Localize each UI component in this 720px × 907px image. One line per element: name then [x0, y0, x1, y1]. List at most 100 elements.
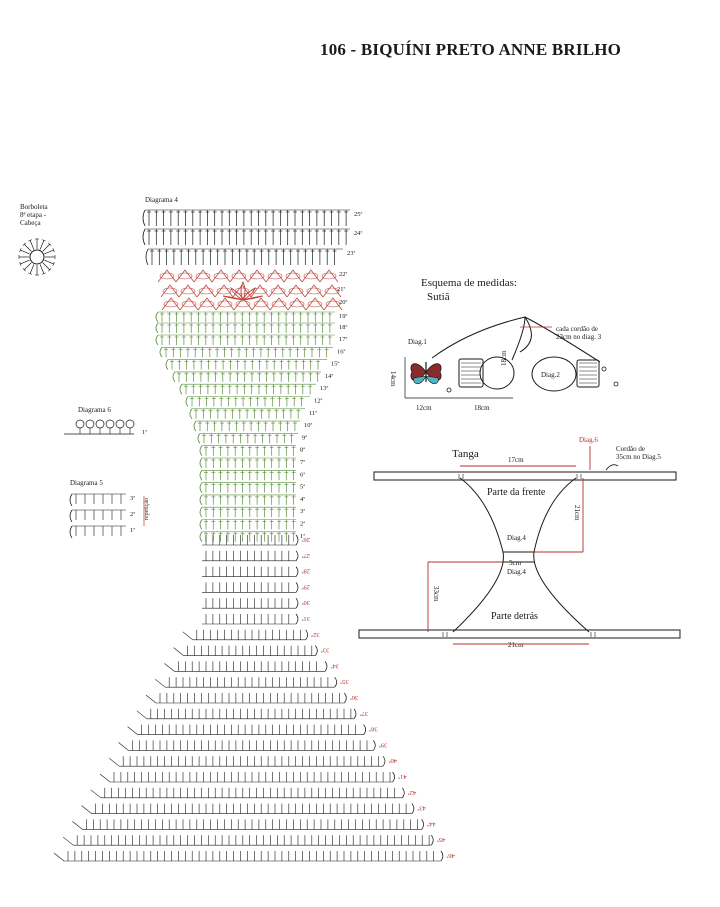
- diagram4-row: [199, 482, 296, 493]
- row-number-label: 42ª: [408, 789, 417, 796]
- lower-row: [202, 613, 299, 625]
- row-number-label: 12ª: [314, 398, 323, 405]
- row-number-label: 2ª: [130, 511, 135, 518]
- row-number-label: 44ª: [427, 820, 436, 827]
- row-number-label: 25ª: [354, 211, 363, 218]
- diagram4-row: [199, 445, 296, 456]
- row-number-label: 35ª: [340, 678, 349, 685]
- diagram4-row: [165, 359, 327, 370]
- row-number-label: 11ª: [309, 410, 317, 417]
- row-labels: 25ª24ª23ª22ª21ª20ª19ª18ª17ª16ª15ª14ª13ª1…: [300, 211, 455, 859]
- row-number-label: 9ª: [302, 434, 307, 441]
- lower-row: [202, 566, 299, 577]
- tanga-front-label: Parte da frente: [487, 487, 546, 498]
- sutia-heading: Esquema de medidas:: [421, 277, 517, 289]
- row-number-label: 15ª: [331, 361, 340, 368]
- tanga-cord-note-2: 35cm no Diag.5: [616, 453, 661, 461]
- diagram4-row: [193, 420, 300, 432]
- diagram4-row: [199, 469, 296, 481]
- row-number-label: 45ª: [437, 836, 446, 843]
- lower-row: [118, 740, 376, 751]
- row-number-label: 30ª: [302, 599, 311, 606]
- page-title: 106 - BIQUÍNI PRETO ANNE BRILHO: [320, 40, 622, 59]
- diagram4-row: [145, 248, 343, 266]
- lower-row: [90, 787, 405, 799]
- lower-row: [127, 724, 366, 735]
- lower-row: [202, 582, 299, 593]
- tanga-diag6-label: Diag.6: [579, 436, 598, 444]
- tanga-cord-note-1: Cordão de: [616, 445, 645, 453]
- butterfly-head-motif: [18, 238, 56, 276]
- lower-row: [81, 803, 415, 814]
- tanga-diag4-top: Diag.4: [507, 534, 526, 542]
- diagram4-row: [189, 408, 305, 420]
- lower-chart: [53, 534, 444, 862]
- row-number-label: 27ª: [302, 552, 311, 559]
- diagram4-row: [199, 457, 296, 469]
- diagram4-row: [157, 269, 339, 283]
- borboleta-label-2: 8ª etapa -: [20, 211, 47, 219]
- row-number-label: 33ª: [321, 647, 330, 654]
- lower-row: [99, 771, 395, 783]
- row-number-label: 10ª: [304, 422, 313, 429]
- lower-row: [145, 692, 347, 704]
- borboleta-label-1: Borboleta: [20, 203, 48, 211]
- row-number-label: 20ª: [339, 299, 348, 306]
- row-number-label: 43ª: [417, 805, 426, 812]
- diagram6-label: Diagrama 6: [78, 406, 111, 414]
- diagram4-row: [155, 311, 335, 323]
- lower-row: [72, 819, 424, 830]
- diagram4-row: [199, 494, 296, 506]
- diagram4-row: [172, 371, 321, 383]
- row-number-label: 31ª: [302, 615, 311, 622]
- row-number-label: 7ª: [300, 459, 305, 466]
- row-number-label: 39ª: [379, 741, 388, 748]
- row-number-label: 3ª: [300, 508, 305, 515]
- row-number-label: 1ª: [130, 527, 135, 534]
- row-number-label: 14ª: [325, 373, 334, 380]
- diagram4-row: [179, 383, 316, 395]
- tanga-title: Tanga: [452, 448, 479, 460]
- row-number-label: 32ª: [311, 631, 320, 638]
- lower-row: [202, 550, 299, 562]
- diagram4-label: Diagrama 4: [145, 196, 178, 204]
- diagram6-chart: 1ª: [64, 419, 147, 436]
- row-number-label: 22ª: [339, 271, 348, 278]
- lower-row: [63, 834, 434, 846]
- sutia-diag2-label: Diag.2: [541, 371, 560, 379]
- row-number-label: 23ª: [347, 250, 356, 257]
- row-number-label: 19ª: [339, 313, 348, 320]
- diagram4-row: [185, 396, 310, 407]
- row-number-label: 38ª: [369, 726, 378, 733]
- diagram4-row: [142, 209, 350, 227]
- lower-row: [164, 661, 328, 672]
- row-number-label: 36ª: [350, 694, 359, 701]
- lower-row: [202, 534, 299, 546]
- row-number-label: 46ª: [446, 852, 455, 859]
- sutia-cord-note-2: 23cm no diag. 3: [556, 333, 602, 341]
- row-number-label: 37ª: [359, 710, 368, 717]
- row-number-label: 1ª: [142, 429, 147, 436]
- tanga-diag4-bottom: Diag.4: [507, 568, 526, 576]
- row-number-label: 8ª: [300, 447, 305, 454]
- diagram4-row: [199, 519, 296, 530]
- lotus-motif: [222, 280, 264, 301]
- row-number-label: 6ª: [300, 471, 305, 478]
- diagram4-row: [159, 346, 333, 358]
- row-number-label: 40ª: [388, 757, 397, 764]
- lower-row: [109, 755, 386, 767]
- row-number-label: 5ª: [300, 484, 305, 491]
- diagram4-row: [161, 297, 343, 311]
- diagram5-label: Diagrama 5: [70, 479, 103, 487]
- diagram4-chart: [142, 209, 350, 543]
- row-number-label: 16ª: [337, 348, 346, 355]
- sutia-dim-bottom-right: 18cm: [474, 404, 490, 412]
- lower-row: [136, 708, 357, 720]
- butterfly-icon: [410, 362, 442, 385]
- row-number-label: 1ª: [300, 533, 305, 540]
- sutia-cord-note-1: cada cordão de: [556, 325, 598, 333]
- row-number-label: 29ª: [302, 583, 311, 590]
- sutia-dim-bottom-left: 12cm: [416, 404, 432, 412]
- diagram4-row: [142, 228, 350, 246]
